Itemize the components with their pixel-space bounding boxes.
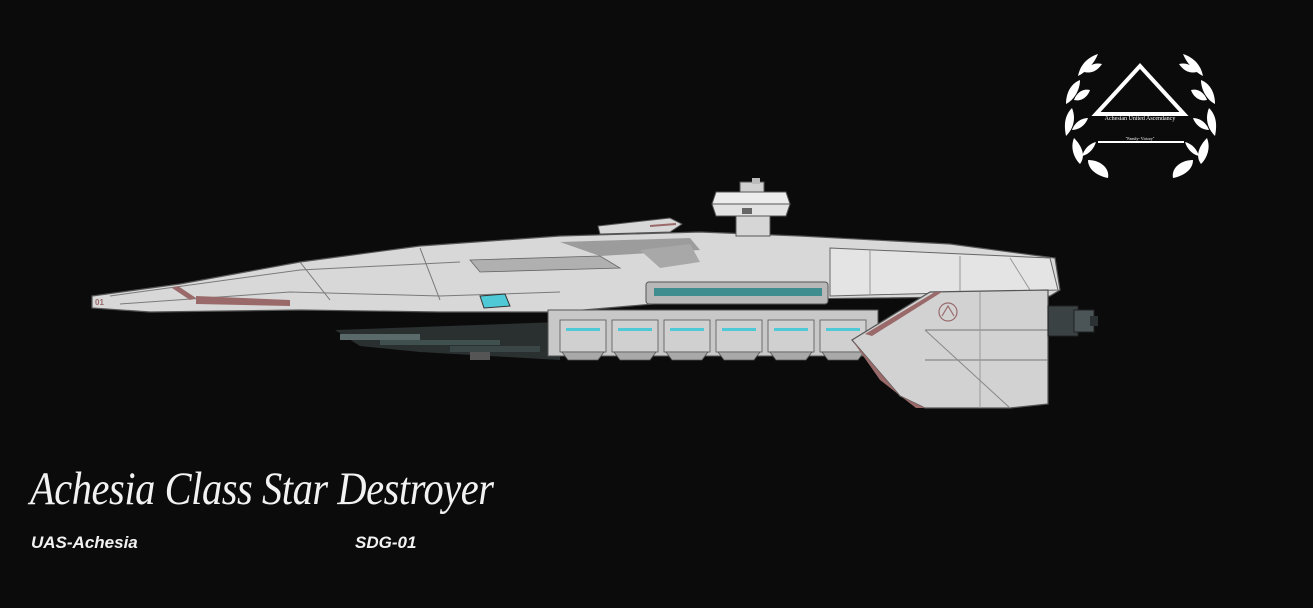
left-laurel: [1064, 54, 1109, 178]
main-hull: 01: [91, 231, 1061, 313]
hangar-bay-row: [547, 309, 879, 361]
command-tower: [597, 178, 791, 237]
laurel-wreath-triangle-icon: Achesian United Ascendancy "Family- Vict…: [1064, 54, 1217, 178]
ship-name-label: UAS-Achesia: [31, 533, 138, 552]
designation-label: SDG-01: [355, 533, 417, 552]
bridge-window: [479, 293, 511, 309]
red-accent-stripe-2: [196, 296, 290, 306]
hull-number-marking: 01: [95, 298, 104, 307]
page-title: Achesia Class Star Destroyer: [30, 463, 494, 515]
red-accent-stripe: [172, 286, 196, 300]
emblem-org-name: Achesian United Ascendancy: [1105, 116, 1176, 122]
lower-greebles: [335, 322, 560, 360]
right-laurel: [1172, 54, 1217, 178]
engine-section: [851, 289, 1098, 409]
emblem-motto: "Family- Victory": [1126, 136, 1155, 141]
